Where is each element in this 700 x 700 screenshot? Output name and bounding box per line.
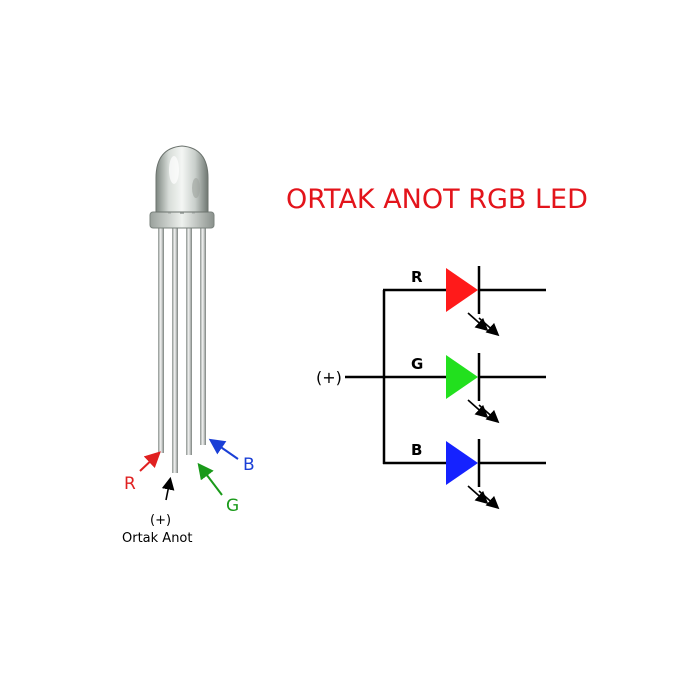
leg-blue: [200, 225, 206, 445]
emission-arrows-green: [467, 399, 500, 424]
led-rim: [149, 211, 215, 229]
diagram-title: ORTAK ANOT RGB LED: [286, 184, 588, 215]
schematic: (+) R G: [316, 266, 546, 510]
schematic-input-label: (+): [316, 368, 342, 387]
branch-r: R: [383, 266, 546, 337]
emission-arrows-red: [467, 312, 500, 337]
branch-label-g: G: [411, 355, 423, 373]
branch-label-r: R: [411, 268, 423, 286]
pin-label-anode-symbol: (+): [150, 513, 171, 528]
arrow-green: [197, 462, 223, 496]
diode-blue-triangle: [446, 441, 478, 485]
leg-green: [186, 225, 192, 455]
arrow-anode: [161, 476, 175, 501]
led-dome: [155, 145, 209, 213]
leg-red: [158, 225, 164, 453]
leg-anode: [172, 225, 178, 473]
pin-label-g: G: [226, 496, 239, 516]
pin-label-r: R: [124, 474, 136, 494]
branch-b: B: [383, 439, 546, 510]
led-photo: [149, 145, 215, 473]
pin-label-b: B: [243, 455, 255, 475]
arrow-red: [139, 451, 161, 472]
pin-labels: R (+) Ortak Anot G B: [122, 438, 255, 546]
led-legs: [158, 225, 206, 473]
diode-green-triangle: [446, 355, 478, 399]
emission-arrows-blue: [467, 485, 500, 510]
pin-label-anode-name: Ortak Anot: [122, 531, 192, 546]
branch-g: G: [383, 353, 546, 424]
diode-red-triangle: [446, 268, 478, 312]
branch-label-b: B: [411, 441, 422, 459]
arrow-blue: [208, 438, 239, 460]
